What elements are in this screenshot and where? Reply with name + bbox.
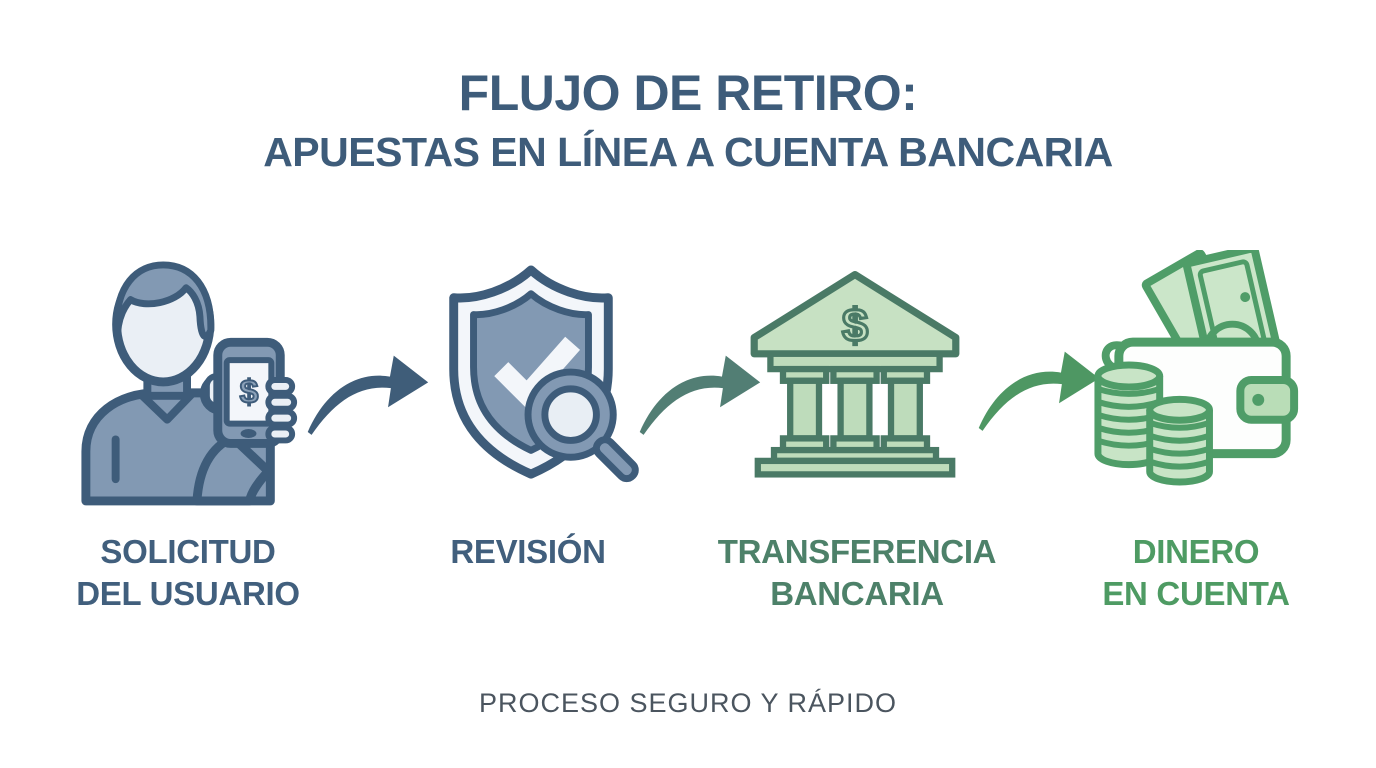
- arrow-step3-to-step4-icon: [973, 336, 1103, 436]
- column: [880, 365, 931, 454]
- wallet-clasp: [1236, 375, 1299, 424]
- bank-building-icon: $: [747, 262, 963, 478]
- clasp-button: [1252, 393, 1265, 406]
- arrow-step2-to-step3-icon: [634, 340, 764, 440]
- curved-arrow: [307, 355, 429, 435]
- arrow-step1-to-step2-icon: [302, 340, 432, 440]
- magnifier-lens: [541, 385, 600, 444]
- step-label-line: DINERO: [1132, 533, 1260, 570]
- shield-check-magnifier-icon: [422, 258, 640, 496]
- curved-arrow: [639, 355, 761, 435]
- step-label-transferencia-bancaria: TRANSFERENCIA BANCARIA: [690, 531, 1024, 615]
- wallet-cash-coins-icon: [1094, 250, 1299, 486]
- dollar-sign-icon: $: [240, 373, 259, 411]
- finger: [265, 392, 298, 412]
- checkmark-icon: [494, 336, 581, 410]
- column: [779, 365, 830, 454]
- column: [830, 365, 880, 454]
- finger: [265, 408, 298, 428]
- banknote-dot: [1240, 292, 1251, 303]
- phone-home-button: [240, 429, 257, 438]
- step-label-solicitud-del-usuario: SOLICITUD DEL USUARIO: [20, 531, 356, 615]
- shield-check-magnifier-icon: [449, 265, 639, 483]
- step-label-line: SOLICITUD: [100, 533, 276, 570]
- coin-stack-tall: [1094, 361, 1164, 469]
- hair: [113, 261, 215, 340]
- bank-building-icon: $: [750, 271, 960, 478]
- step-label-line: EN CUENTA: [1102, 574, 1290, 612]
- curved-arrow: [978, 351, 1100, 431]
- step-label-line: REVISIÓN: [450, 533, 606, 570]
- wallet-cash-coins-icon: [1083, 250, 1320, 490]
- arm-sleeve: [192, 433, 273, 506]
- finger: [265, 376, 296, 396]
- footer-caption: PROCESO SEGURO Y RÁPIDO: [478, 688, 898, 718]
- user-holding-phone-icon: $: [72, 246, 310, 506]
- step-label-revision: REVISIÓN: [360, 531, 696, 573]
- collar: [138, 390, 196, 424]
- step-label-line: BANCARIA: [770, 574, 944, 612]
- finger: [265, 424, 296, 444]
- step-label-dinero-en-cuenta: DINERO EN CUENTA: [1030, 531, 1362, 615]
- user-holding-phone-icon: $: [81, 261, 298, 506]
- page-subtitle: APUESTAS EN LÍNEA A CUENTA BANCARIA: [263, 129, 1113, 175]
- dollar-sign-icon: $: [842, 299, 868, 351]
- page-title: FLUJO DE RETIRO:: [458, 65, 918, 121]
- step-label-line: TRANSFERENCIA: [717, 533, 997, 570]
- coin-stack-short: [1146, 395, 1213, 486]
- step-lower: [754, 457, 956, 478]
- step-label-line: DEL USUARIO: [76, 574, 300, 612]
- magnifier-handle: [592, 436, 639, 483]
